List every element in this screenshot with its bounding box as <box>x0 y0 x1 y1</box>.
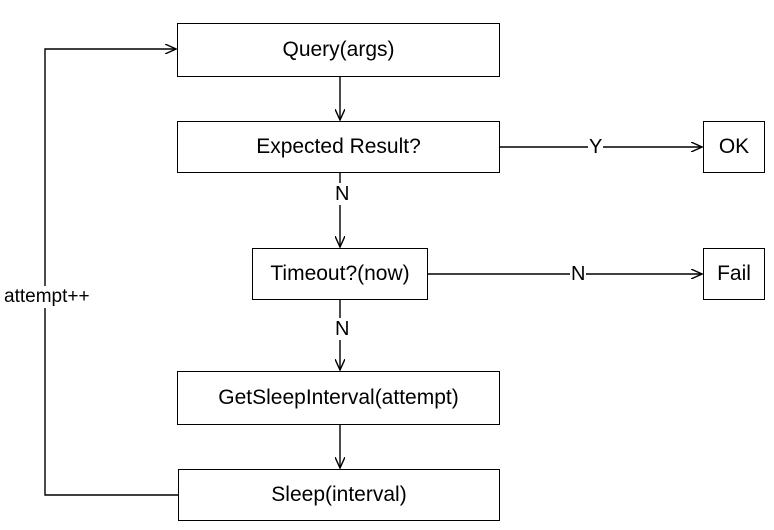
node-query-label: Query(args) <box>282 38 395 61</box>
node-fail-label: Fail <box>717 262 751 285</box>
edge-label-attempt: attempt++ <box>3 286 91 308</box>
node-timeout-label: Timeout?(now) <box>270 262 410 285</box>
node-expected-result: Expected Result? <box>177 121 500 173</box>
node-sleep-label: Sleep(interval) <box>271 483 407 506</box>
node-get-sleep-interval: GetSleepInterval(attempt) <box>177 371 500 425</box>
edge-label-yes: Y <box>588 136 604 158</box>
node-fail: Fail <box>703 248 765 300</box>
edge-label-no-timeout: N <box>334 183 351 205</box>
edge-label-no-fail: N <box>570 263 587 285</box>
node-ok: OK <box>703 121 765 173</box>
node-ok-label: OK <box>718 135 750 158</box>
node-sleep: Sleep(interval) <box>178 469 500 521</box>
node-timeout: Timeout?(now) <box>252 248 428 300</box>
arrow-loop-back <box>44 49 178 496</box>
edge-label-no-sleep: N <box>334 318 351 340</box>
node-query: Query(args) <box>177 23 500 77</box>
node-get-sleep-interval-label: GetSleepInterval(attempt) <box>218 386 459 409</box>
node-expected-result-label: Expected Result? <box>256 135 421 158</box>
